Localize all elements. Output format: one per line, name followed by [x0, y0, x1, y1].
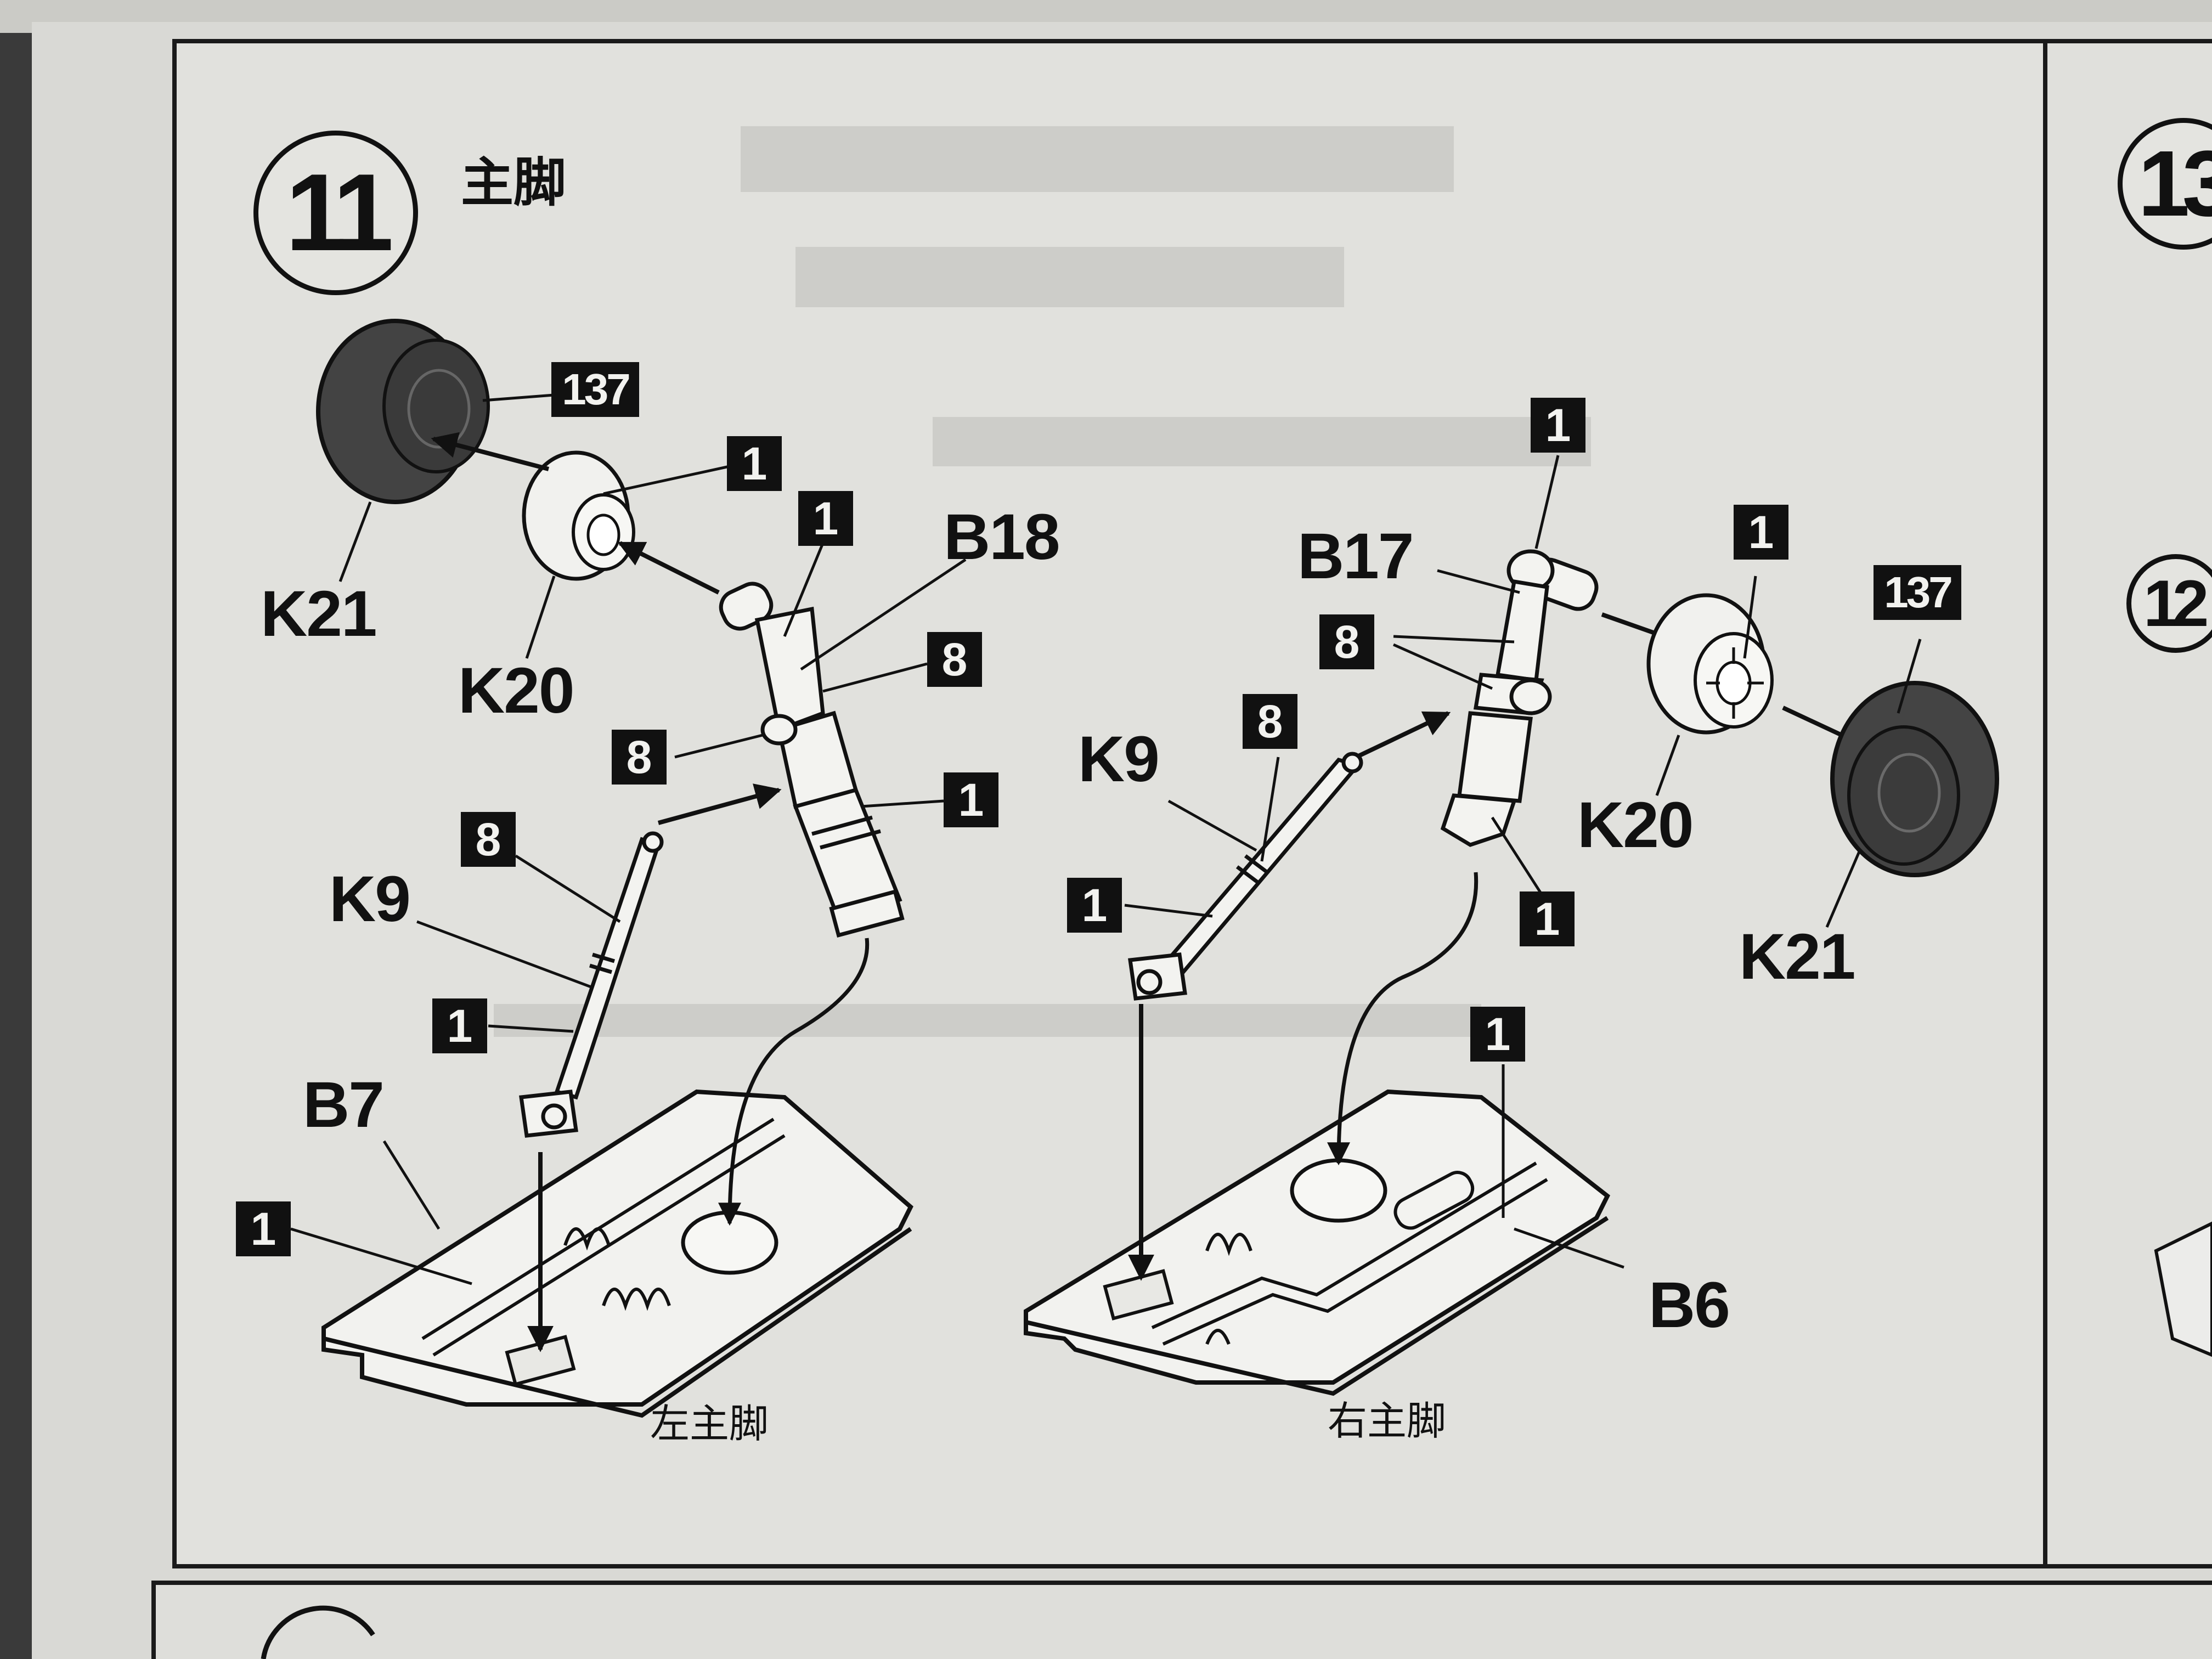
left-tire-label: K21 [261, 578, 377, 650]
right-strut-label: B17 [1297, 520, 1414, 592]
next-step-fragment [2154, 1221, 2212, 1357]
show-through [494, 126, 1591, 1037]
arrow-strut-to-bay-left [718, 938, 870, 1226]
right-strut-lower-paint-code: 1 [1520, 891, 1575, 946]
left-wheel-label: K20 [458, 654, 574, 727]
right-arm-joint-paint-code: 8 [1243, 694, 1297, 749]
left-strut-joint-paint-code-b: 8 [612, 730, 667, 785]
right-bay-label: B6 [1649, 1269, 1730, 1341]
right-wheel-paint-code: 1 [1734, 505, 1788, 560]
arrow-wheel-to-tire-left [431, 432, 550, 471]
left-bay-b7 [321, 1089, 913, 1418]
right-wheel-label: K20 [1577, 789, 1694, 861]
left-gear-caption: 左主脚 [650, 1402, 769, 1446]
left-bay-label: B7 [303, 1069, 385, 1141]
right-tire-label: K21 [1739, 921, 1855, 993]
left-arm-joint-paint-code: 8 [461, 812, 516, 867]
right-tire-k21 [1830, 681, 1999, 877]
side-step-upper: 13 [2138, 132, 2212, 236]
side-step-lower-badge: 12 [2126, 554, 2212, 653]
right-wheel-k20 [1646, 593, 1774, 735]
step-number-badge: 11 [253, 131, 418, 295]
left-strut-joint-paint-code-a: 8 [927, 632, 982, 687]
left-binding-edge [0, 33, 32, 1659]
arrow-arm-to-strut-left [657, 783, 782, 825]
right-strut-joint-paint-code: 8 [1319, 614, 1374, 669]
left-strut-upper-paint-code: 1 [798, 491, 853, 546]
left-strut-lower-paint-code: 1 [944, 772, 998, 827]
right-arm-paint-code: 1 [1067, 878, 1122, 933]
left-arm-paint-code: 1 [432, 998, 487, 1053]
side-step-lower: 12 [2143, 567, 2209, 640]
step-number: 11 [285, 151, 393, 274]
right-gear-caption: 右主脚 [1328, 1400, 1447, 1443]
left-retract-arm-k9 [519, 831, 664, 1138]
right-leader-lines [1124, 455, 1922, 1269]
right-strut-b17 [1440, 549, 1599, 847]
arrow-strut-to-bay-right [1327, 872, 1479, 1166]
step-title: 主脚 [461, 154, 566, 212]
left-leader-lines [290, 393, 967, 1285]
left-arm-label: K9 [329, 863, 411, 935]
left-strut-label: B18 [944, 501, 1060, 573]
lower-step-circle [261, 1605, 375, 1659]
right-tire-paint-code: 137 [1874, 565, 1961, 620]
left-tire-paint-code: 137 [551, 362, 639, 417]
right-bay-paint-code: 1 [1470, 1007, 1525, 1062]
right-retract-arm-k9 [1128, 752, 1363, 1001]
right-strut-upper-paint-code: 1 [1531, 398, 1585, 453]
lower-panel [151, 1581, 2212, 1659]
left-strut-b18 [719, 582, 905, 938]
left-bay-paint-code: 1 [236, 1201, 291, 1256]
right-bay-b6 [1024, 1089, 1611, 1396]
right-arm-label: K9 [1078, 723, 1160, 795]
arrow-strut-to-wheel-left [617, 541, 720, 595]
left-wheel-paint-code: 1 [727, 436, 782, 491]
